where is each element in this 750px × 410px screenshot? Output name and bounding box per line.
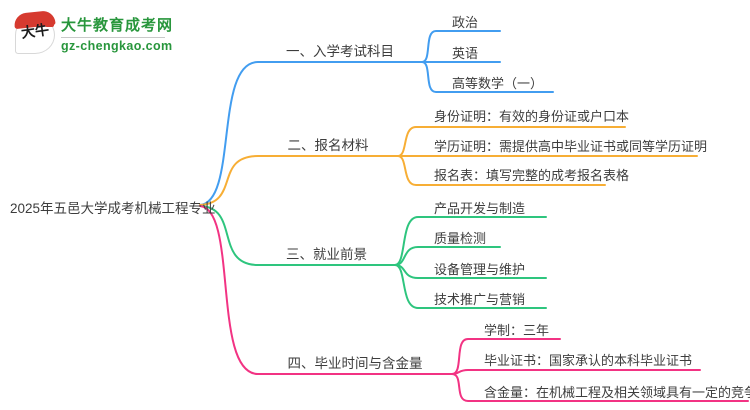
edge-branch-2	[199, 155, 399, 206]
leaf-node-study-duration[interactable]: 学制：三年	[484, 323, 550, 338]
branch-node-graduation-value[interactable]: 四、毕业时间与含金量	[287, 356, 423, 371]
edge-branch-1	[199, 61, 423, 206]
logo-text-block: 大牛教育成考网 gz-chengkao.com	[61, 14, 173, 53]
leaf-node-tech-marketing[interactable]: 技术推广与营销	[434, 292, 526, 307]
edge-branch-3	[199, 205, 396, 266]
leaf-node-politics[interactable]: 政治	[452, 15, 479, 30]
leaf-node-diploma[interactable]: 毕业证书：国家承认的本科毕业证书	[484, 353, 693, 368]
site-logo[interactable]: 大牛 大牛教育成考网 gz-chengkao.com	[13, 9, 173, 54]
leaf-node-quality-inspection[interactable]: 质量检测	[434, 231, 487, 246]
leaf-node-english[interactable]: 英语	[452, 46, 479, 61]
edge-leaf-1-1	[421, 30, 501, 63]
leaf-node-identity-proof[interactable]: 身份证明：有效的身份证或户口本	[434, 109, 630, 124]
leaf-node-product-development[interactable]: 产品开发与制造	[434, 201, 526, 216]
leaf-node-registration-form[interactable]: 报名表：填写完整的成考报名表格	[434, 168, 630, 183]
leaf-node-equipment-management[interactable]: 设备管理与维护	[434, 262, 526, 277]
root-node[interactable]: 2025年五邑大学成考机械工程专业	[10, 201, 216, 216]
branch-node-registration-materials[interactable]: 二、报名材料	[287, 138, 369, 153]
logo-red-seal-icon	[45, 18, 54, 27]
site-name: 大牛教育成考网	[61, 16, 174, 34]
leaf-node-gold-content[interactable]: 含金量：在机械工程及相关领域具有一定的竞争力	[484, 385, 750, 400]
edge-leaf-2-3	[397, 155, 606, 186]
edge-leaf-4-3	[451, 373, 749, 402]
leaf-node-advanced-math[interactable]: 高等数学（一）	[452, 76, 544, 91]
edge-leaf-4-2	[451, 369, 701, 375]
edge-leaf-1-3	[421, 61, 554, 93]
logo-divider	[61, 36, 165, 38]
edge-leaf-3-4	[394, 264, 547, 309]
leaf-node-education-proof[interactable]: 学历证明：需提供高中毕业证书或同等学历证明	[434, 139, 708, 154]
branch-node-employment-prospects[interactable]: 三、就业前景	[286, 247, 367, 262]
branch-node-exam-subjects[interactable]: 一、入学考试科目	[286, 44, 394, 59]
site-url: gz-chengkao.com	[61, 38, 173, 53]
edge-leaf-2-1	[397, 126, 626, 157]
daniu-bubble-icon: 大牛	[13, 9, 56, 54]
edge-branch-4	[199, 205, 453, 375]
